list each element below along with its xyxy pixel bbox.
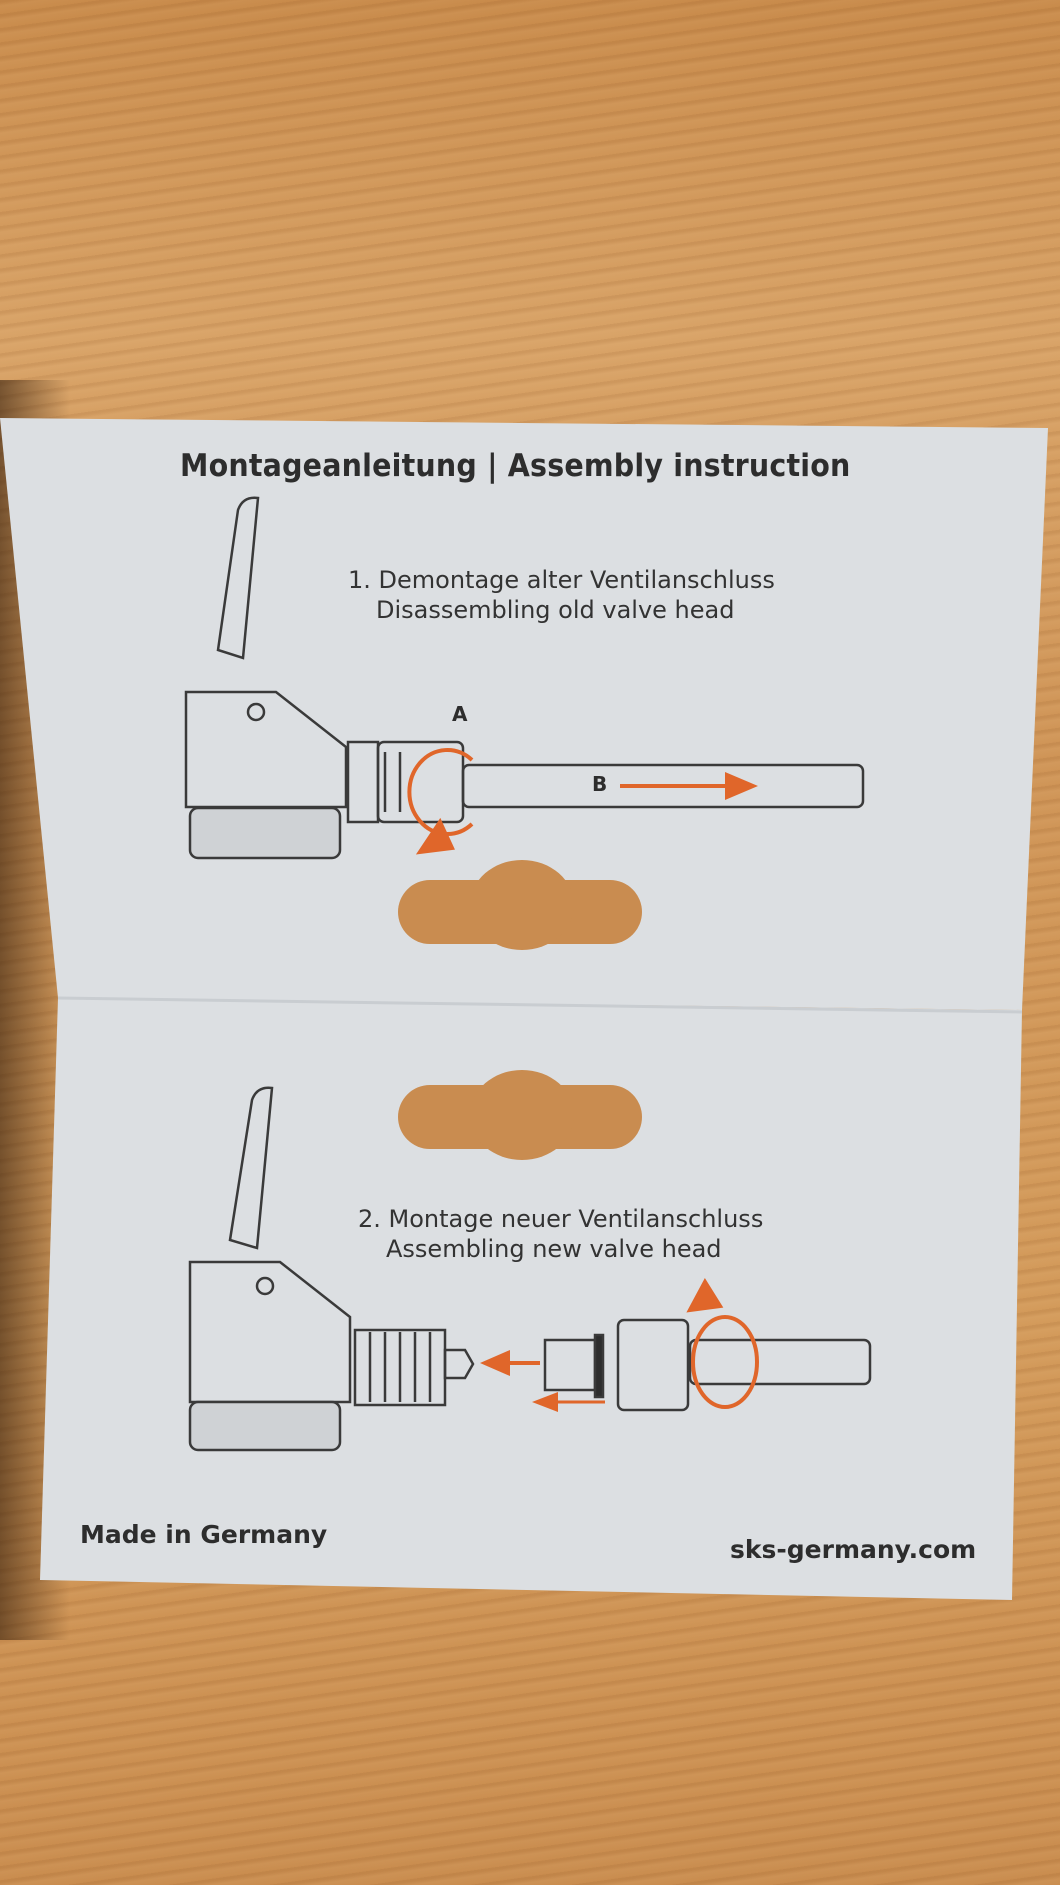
pump-head-illustration-2 xyxy=(188,1086,872,1452)
step-2-english: Assembling new valve head xyxy=(386,1235,722,1263)
pump-head-illustration-1 xyxy=(184,496,865,860)
label-a: A xyxy=(452,702,468,726)
card-upper-panel xyxy=(0,418,1048,1010)
pull-arrow-b xyxy=(620,772,758,800)
step-1-english: Disassembling old valve head xyxy=(376,596,735,624)
insert-arrows xyxy=(480,1350,605,1412)
step-2-text: 2. Montage neuer Ventilanschluss Assembl… xyxy=(358,1204,763,1264)
website-url: sks-germany.com xyxy=(730,1535,977,1564)
step-1-text: 1. Demontage alter Ventilanschluss Disas… xyxy=(348,565,775,625)
rotate-arrow-a xyxy=(407,748,474,855)
label-b: B xyxy=(592,772,608,796)
step-2-german: 2. Montage neuer Ventilanschluss xyxy=(358,1205,764,1233)
rotate-arrow-2 xyxy=(686,1278,759,1409)
hang-hole-lower-round xyxy=(470,1070,574,1160)
made-in-germany: Made in Germany xyxy=(80,1520,328,1549)
hang-hole-upper-round xyxy=(470,860,574,950)
card-title: Montageanleitung | Assembly instruction xyxy=(180,448,851,484)
step-1-german: 1. Demontage alter Ventilanschluss xyxy=(348,566,775,594)
fold-crease xyxy=(57,996,1023,1014)
